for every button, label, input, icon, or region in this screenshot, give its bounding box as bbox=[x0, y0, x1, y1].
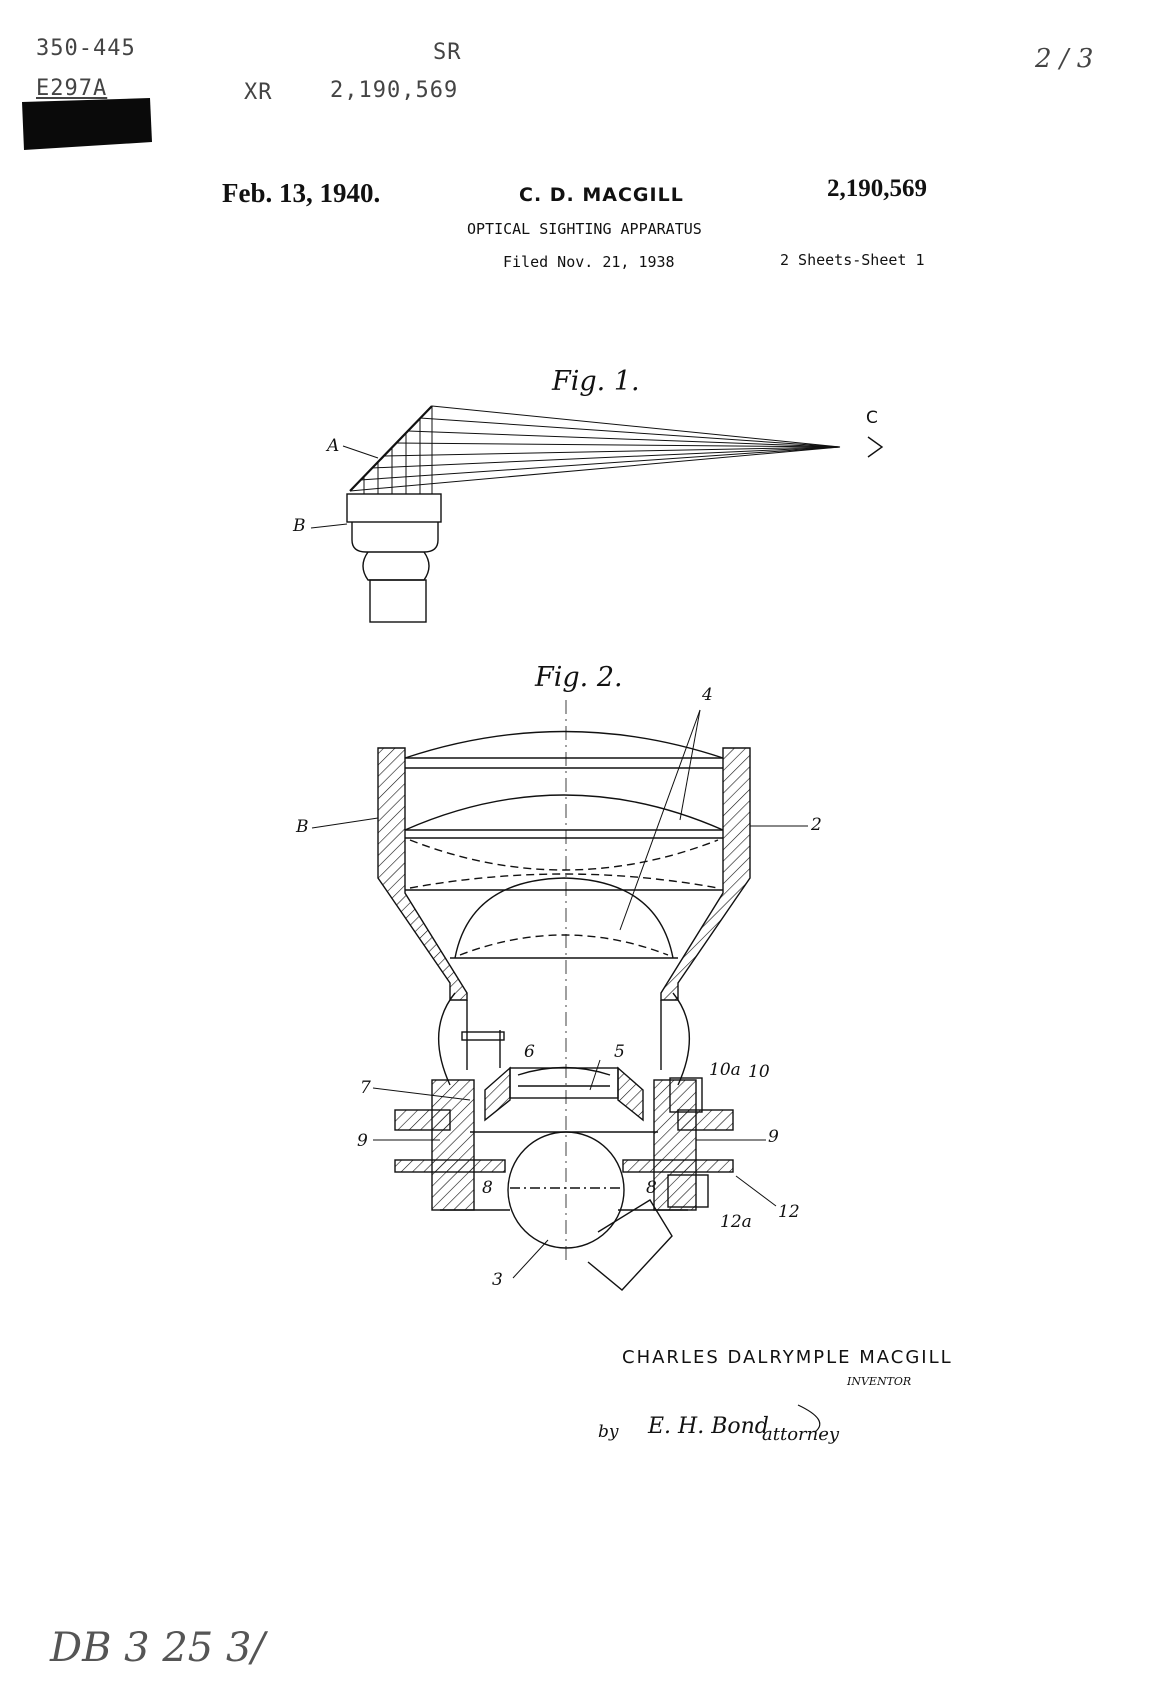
sr-stamp: SR bbox=[433, 40, 462, 65]
fig2-eyepiece-tube bbox=[587, 1199, 673, 1291]
fig1-leader-a bbox=[342, 445, 379, 459]
fig2-label-9-right: 9 bbox=[768, 1127, 779, 1147]
fig1-leader-b bbox=[310, 523, 348, 529]
fig2-label-2: 2 bbox=[811, 815, 822, 835]
fig2-housing-right bbox=[660, 747, 751, 1001]
fig2-label-3: 3 bbox=[492, 1270, 503, 1290]
fig2-label-12: 12 bbox=[778, 1202, 800, 1222]
filed-date: Filed Nov. 21, 1938 bbox=[503, 253, 675, 271]
fig2-label-6: 6 bbox=[524, 1042, 535, 1062]
attorney-flourish bbox=[797, 1404, 821, 1433]
fig2-label-12a: 12a bbox=[720, 1212, 752, 1232]
attorney-signature: E. H. Bond bbox=[648, 1414, 769, 1439]
fig2-housing-left bbox=[377, 747, 468, 1001]
fig2-label-7: 7 bbox=[360, 1078, 371, 1098]
fig2-label-5: 5 bbox=[614, 1042, 625, 1062]
fig2-right-collar bbox=[653, 1079, 697, 1211]
fig1-drawing bbox=[310, 405, 884, 623]
fig2-label-b: B bbox=[296, 817, 309, 837]
inventor-role: INVENTOR bbox=[847, 1375, 912, 1388]
patent-number: 2,190,569 bbox=[827, 175, 927, 202]
fig1-label-c: C bbox=[866, 408, 878, 428]
fig1-label-a: A bbox=[327, 436, 340, 456]
fig2-knob-12a bbox=[667, 1174, 709, 1208]
redaction-block bbox=[22, 98, 152, 150]
by-mark: by bbox=[598, 1422, 619, 1442]
fig1-lens-neck bbox=[362, 551, 430, 581]
fig2-bulb-left bbox=[437, 992, 456, 1086]
class-code-stamp: 350-445 bbox=[36, 36, 136, 61]
fig1-eyepiece bbox=[369, 579, 427, 623]
fig2-label-10a: 10a bbox=[709, 1060, 741, 1080]
fig2-drawing bbox=[311, 700, 808, 1291]
fig1-lens-top bbox=[346, 493, 442, 523]
fig1-title: Fig. 1. bbox=[552, 366, 640, 397]
fig2-screw bbox=[461, 1031, 505, 1041]
bottom-scrawl: DB 3 25 3/ bbox=[50, 1625, 265, 1671]
attorney-role: attorney bbox=[762, 1424, 840, 1445]
fig2-second-lens bbox=[404, 794, 724, 831]
examiner-stamp: E297A bbox=[36, 76, 108, 101]
fig2-knob-10a bbox=[669, 1077, 703, 1113]
fig2-hemi-lens bbox=[454, 877, 674, 959]
fig2-label-9-left: 9 bbox=[357, 1131, 368, 1151]
xr-stamp: XR bbox=[244, 80, 273, 105]
patent-date: Feb. 13, 1940. bbox=[222, 178, 381, 208]
fig2-label-10: 10 bbox=[748, 1062, 770, 1082]
fig2-top-lens bbox=[404, 730, 724, 759]
fig2-label-8-right: 8 bbox=[646, 1178, 657, 1198]
xr-number-stamp: 2,190,569 bbox=[330, 78, 459, 103]
fig1-label-b: B bbox=[293, 516, 306, 536]
fig2-left-collar bbox=[431, 1079, 475, 1211]
fig1-lens-collar bbox=[351, 522, 439, 553]
fig2-label-4: 4 bbox=[702, 685, 713, 705]
sheet-info: 2 Sheets-Sheet 1 bbox=[780, 251, 925, 269]
inventor-short-name: C. D. MACGILL bbox=[519, 184, 684, 206]
fig1-rays bbox=[349, 405, 841, 494]
fig2-label-8-left: 8 bbox=[482, 1178, 493, 1198]
fig1-eye-symbol bbox=[867, 436, 884, 458]
page-mark: 2 / 3 bbox=[1035, 44, 1094, 74]
inventor-signature: CHARLES DALRYMPLE MACGILL bbox=[622, 1347, 953, 1368]
fig2-title: Fig. 2. bbox=[535, 662, 623, 693]
patent-title: OPTICAL SIGHTING APPARATUS bbox=[467, 220, 702, 238]
fig2-bulb-right bbox=[672, 992, 691, 1086]
